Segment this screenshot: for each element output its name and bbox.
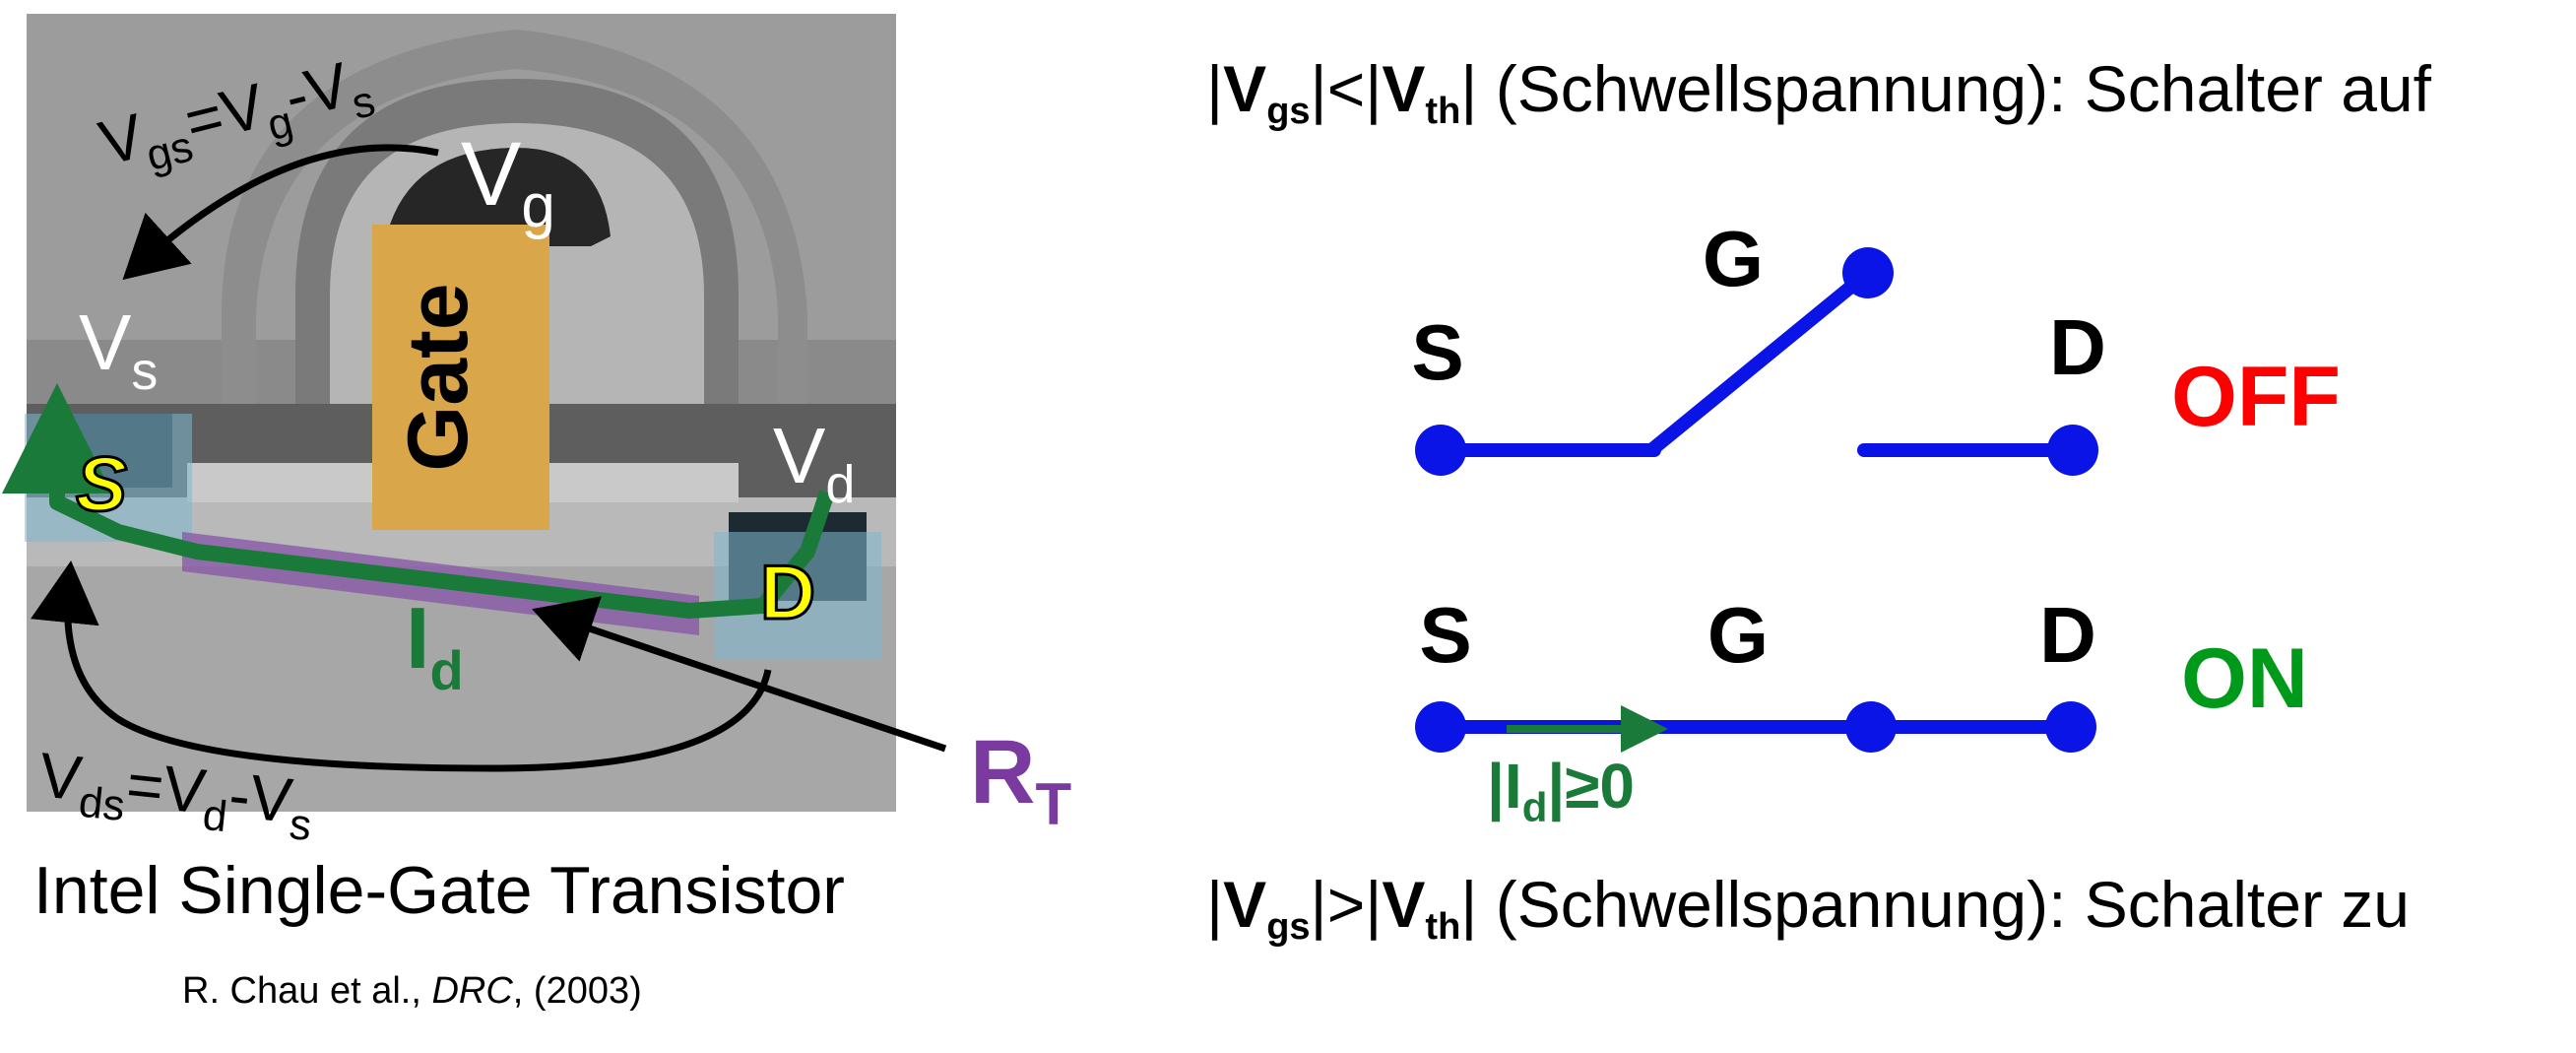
- switch-on: S G D ON |Id|≥0: [1415, 591, 2308, 830]
- drain-current-path: [49, 431, 835, 619]
- off-gate-lever: [1644, 266, 1875, 457]
- gate-electrode: [372, 225, 549, 530]
- off-source-node: [1415, 425, 1466, 476]
- svg-text:Vd: Vd: [773, 412, 855, 514]
- svg-text:|Id|≥0: |Id|≥0: [1487, 751, 1635, 830]
- off-gate-node: [1842, 247, 1894, 298]
- condition-off: |Vgs|<|Vth| (Schwellspannung): Schalter …: [1206, 52, 2431, 132]
- on-drain-node: [2045, 701, 2096, 753]
- on-d-label: D: [2039, 591, 2096, 679]
- vg-label: Vg: [461, 124, 555, 240]
- svg-text:RT: RT: [970, 722, 1071, 837]
- id-label: Id: [406, 589, 464, 701]
- off-d-label: D: [2049, 303, 2106, 391]
- reference-suffix: , (2003): [512, 970, 642, 1012]
- vs-label: Vs: [79, 298, 158, 401]
- svg-text:Vs: Vs: [79, 298, 158, 401]
- on-gate-node: [1845, 701, 1897, 753]
- on-current-label: |Id|≥0: [1487, 751, 1635, 830]
- off-s-label: S: [1411, 308, 1463, 396]
- off-drain-node: [2047, 425, 2098, 476]
- svg-text:Vds=Vd-Vs: Vds=Vd-Vs: [34, 739, 317, 850]
- gate-label: Gate: [391, 283, 485, 471]
- svg-text:Vg: Vg: [461, 124, 555, 240]
- off-state-label: OFF: [2171, 350, 2341, 444]
- micrograph-caption: Intel Single-Gate Transistor: [33, 853, 845, 928]
- vd-label: Vd: [773, 412, 855, 514]
- on-state-label: ON: [2181, 631, 2308, 726]
- on-source-node: [1415, 701, 1466, 753]
- gate-contact-dark: [384, 148, 611, 246]
- on-g-label: G: [1707, 591, 1769, 679]
- source-label: S: [76, 440, 127, 527]
- rt-label: RT: [970, 722, 1071, 837]
- rt-arrow: [532, 596, 947, 753]
- vds-equation: Vds=Vd-Vs: [34, 739, 317, 850]
- off-g-label: G: [1703, 215, 1764, 302]
- reference: R. Chau et al., DRC, (2003): [182, 970, 642, 1013]
- reference-prefix: R. Chau et al.,: [182, 970, 432, 1012]
- on-s-label: S: [1419, 591, 1471, 679]
- reference-journal: DRC: [431, 970, 513, 1012]
- svg-text:Id: Id: [406, 589, 464, 701]
- switch-off: S G D OFF: [1411, 215, 2341, 476]
- vds-arrow: [31, 560, 772, 772]
- condition-on: |Vgs|>|Vth| (Schwellspannung): Schalter …: [1206, 868, 2410, 948]
- drain-label: D: [760, 549, 815, 635]
- vgs-arrow: [122, 144, 439, 281]
- transistor-micrograph: Gate S D Vg Vs Vd Vgs=Vg-Vs: [2, 14, 896, 850]
